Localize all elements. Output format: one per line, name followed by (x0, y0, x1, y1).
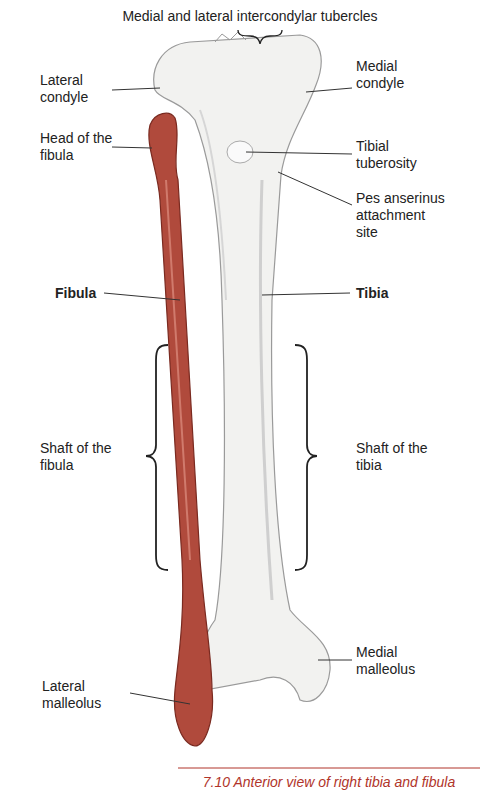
part-label: Pes anserinus attachment site (356, 190, 446, 241)
part-label: Medial malleolus (356, 644, 436, 678)
leader-lines (104, 88, 352, 704)
part-label: Tibia (356, 285, 416, 302)
part-label: Lateral malleolus (42, 678, 122, 712)
part-label: Lateral condyle (40, 72, 110, 106)
figure-caption: 7.10 Anterior view of right tibia and fi… (203, 774, 455, 791)
tibia-shading (260, 180, 272, 600)
fibula-bone (149, 113, 213, 746)
part-label: Head of the fibula (40, 130, 120, 164)
caption-rule (178, 768, 480, 769)
part-label: Tibial tuberosity (356, 138, 436, 172)
part-label: Shaft of the fibula (40, 440, 120, 474)
fibula-shaft-bracket (146, 345, 168, 570)
part-label: Shaft of the tibia (356, 440, 436, 474)
tibia-shaft-bracket (295, 345, 317, 570)
tibia-shading (200, 110, 226, 300)
top-brace (238, 30, 282, 44)
fibula-shading (166, 180, 190, 560)
part-label: Medial and lateral intercondylar tubercl… (80, 8, 420, 25)
part-label: Medial condyle (356, 58, 436, 92)
part-label: Fibula (55, 285, 105, 302)
intercondylar-tubercles (215, 32, 246, 42)
